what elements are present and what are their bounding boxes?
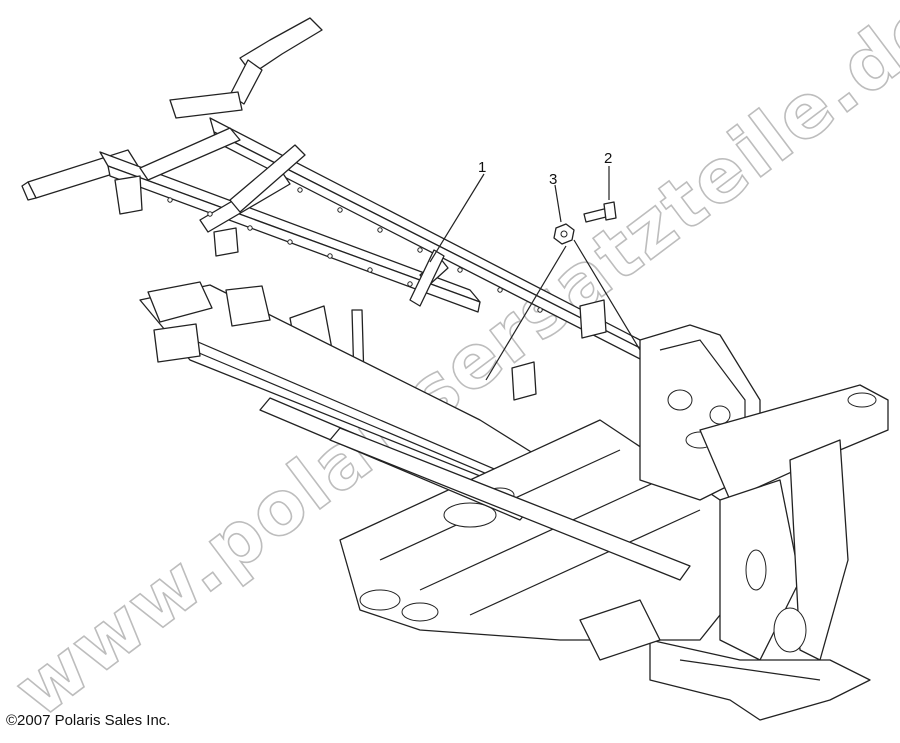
rail-holes <box>167 187 543 313</box>
callout-1: 1 <box>478 159 486 176</box>
leader-lines <box>429 166 641 381</box>
callout-2: 2 <box>604 150 612 167</box>
callout-3: 3 <box>549 171 557 188</box>
bolt-part[interactable] <box>583 201 617 223</box>
nut-part[interactable] <box>553 223 575 245</box>
copyright-text: ©2007 Polaris Sales Inc. <box>6 712 171 729</box>
main-chassis[interactable] <box>139 281 889 721</box>
